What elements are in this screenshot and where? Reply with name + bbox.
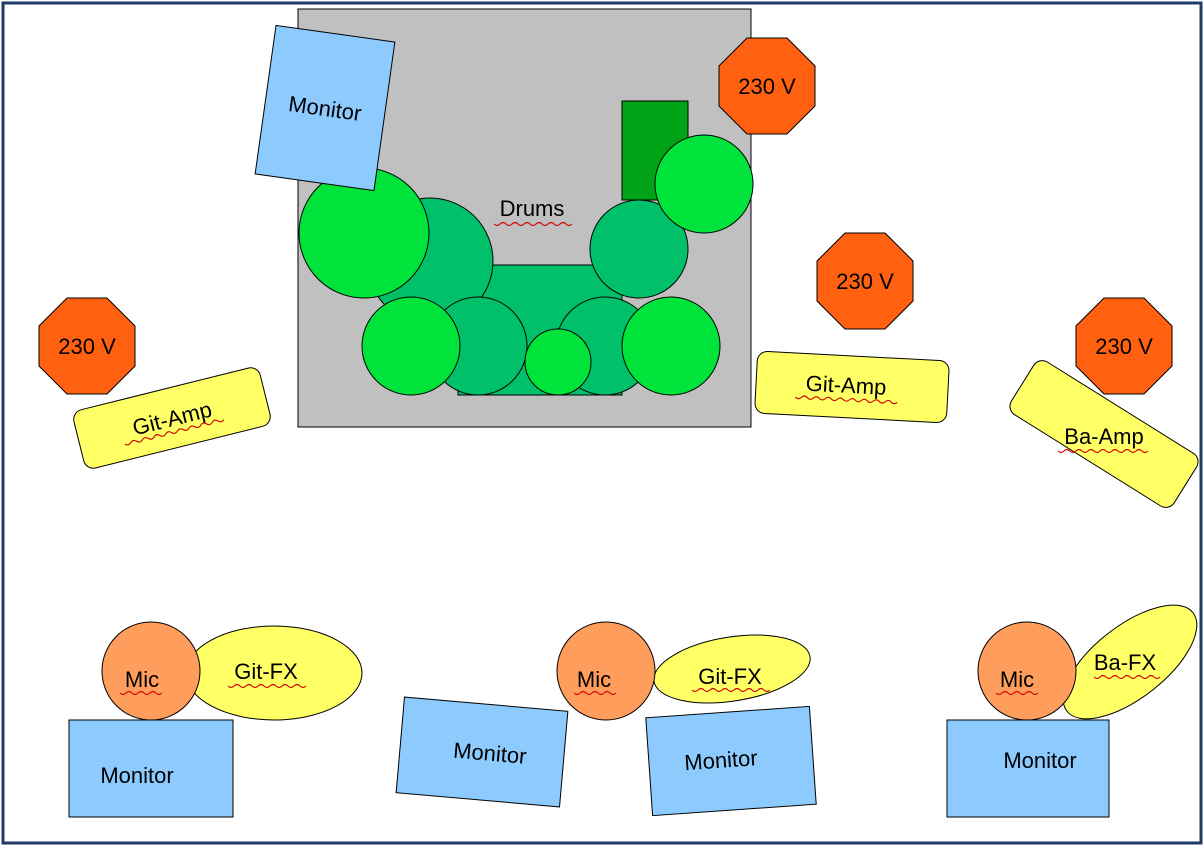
spellcheck-underline [691,687,771,693]
monitor-drums[interactable]: Monitor [254,24,396,192]
cymbal[interactable] [654,134,754,234]
fx-label: Git-FX [698,664,762,689]
power-label: 230 V [738,74,796,99]
spellcheck-underline [794,395,898,405]
power-outlet-mid[interactable]: 230 V [816,232,914,330]
power-outlet-left[interactable]: 230 V [38,297,136,395]
spellcheck-underline [573,690,617,696]
spellcheck-underline [124,419,225,446]
mic-center[interactable]: Mic [556,621,656,721]
cymbal[interactable] [361,296,461,396]
power-outlet-right[interactable]: 230 V [1075,297,1173,395]
snare-drum[interactable] [524,328,592,396]
guitar-amp-center[interactable]: Git-Amp [754,351,950,423]
amp-label: Ba-Amp [1064,424,1143,449]
fx-label: Git-FX [234,659,298,684]
spellcheck-underline [119,690,163,696]
drums-label: Drums [500,196,565,221]
mic-label: Mic [1000,667,1034,692]
bass-fx[interactable] [1045,584,1204,739]
guitar-amp-left[interactable]: Git-Amp [72,366,273,471]
spellcheck-underline [493,221,573,227]
power-outlet-top[interactable]: 230 V [718,37,816,135]
mic-left[interactable]: Mic [101,621,201,721]
mic-label: Mic [125,667,159,692]
bass-amp[interactable]: Ba-Amp [1001,356,1202,519]
amp-label: Git-Amp [805,371,887,400]
monitor-center-left[interactable]: Monitor [395,696,569,808]
monitor-label: Monitor [683,745,758,775]
cymbal[interactable] [621,296,721,396]
monitor-label: Monitor [1003,748,1076,773]
spellcheck-underline [227,683,307,689]
spellcheck-underline [1093,674,1161,680]
tom[interactable] [589,199,689,299]
power-label: 230 V [836,269,894,294]
fx-label: Ba-FX [1094,650,1157,675]
monitor-right[interactable]: Monitor [946,719,1110,818]
spellcheck-underline [1057,448,1149,454]
mic-right[interactable]: Mic [977,621,1077,721]
power-label: 230 V [1095,334,1153,359]
monitor-label: Monitor [100,763,173,788]
monitor-left[interactable]: Monitor [68,719,234,818]
mic-label: Mic [577,667,611,692]
power-label: 230 V [58,334,116,359]
spellcheck-underline [995,690,1039,696]
monitor-center-right[interactable]: Monitor [645,705,817,817]
